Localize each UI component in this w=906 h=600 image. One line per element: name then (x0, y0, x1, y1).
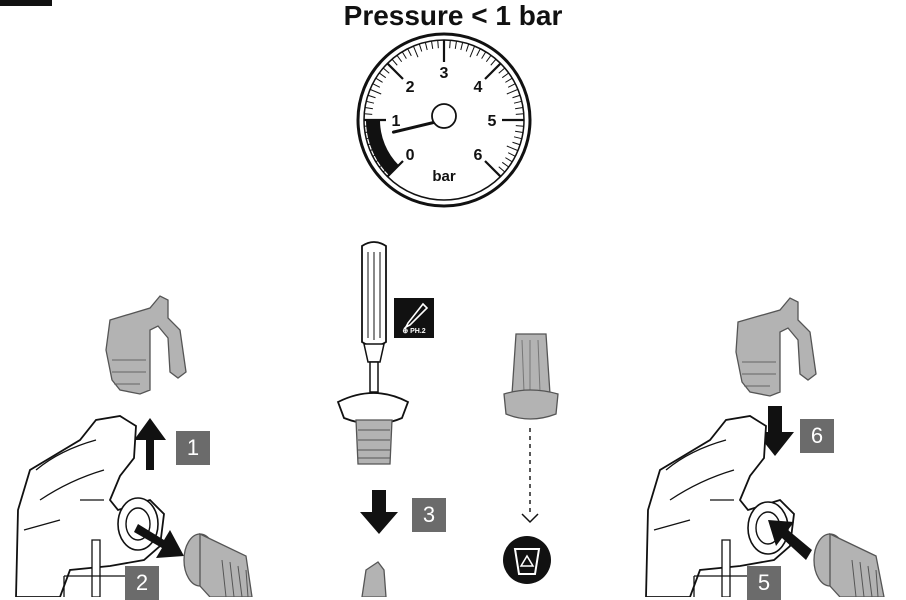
page-title: Pressure < 1 bar (343, 0, 563, 31)
step-badge-5: 5 (747, 566, 781, 600)
gauge-minor-tick (476, 48, 481, 57)
gauge-minor-tick (485, 54, 492, 63)
gauge-minor-tick (507, 83, 516, 88)
gauge-major-tick (386, 62, 404, 80)
arrow-diagonal-icon (134, 524, 184, 558)
right-assembly (645, 297, 885, 597)
gauge-minor-tick (505, 157, 513, 163)
gauge-minor-tick (364, 106, 373, 110)
gauge-minor-tick (515, 106, 524, 110)
gauge-tick-label: 1 (392, 113, 401, 130)
gauge-hub (431, 103, 457, 129)
recycle-bin-icon (503, 536, 551, 584)
gauge-minor-tick (375, 77, 383, 83)
gauge-minor-tick (364, 113, 373, 115)
gauge-minor-tick (367, 94, 376, 99)
gauge-minor-tick (412, 45, 419, 58)
gauge-tick-label: 2 (406, 79, 415, 96)
gauge-minor-tick (369, 88, 382, 95)
gauge-minor-tick (366, 100, 375, 104)
gauge-tick-label: 0 (406, 147, 415, 164)
gauge-minor-tick (437, 40, 439, 49)
gauge-minor-tick (498, 166, 506, 173)
screwdriver-icon (403, 302, 429, 330)
filter-cartridge (503, 333, 559, 524)
gauge-minor-tick (506, 88, 519, 95)
gauge-minor-tick (506, 145, 519, 152)
gauge-minor-tick (424, 42, 428, 51)
gauge-minor-tick (490, 58, 497, 66)
gauge-major-tick (484, 62, 502, 80)
gauge-low-zone (366, 120, 399, 176)
gauge-minor-tick (481, 51, 487, 59)
step-badge-1: 1 (176, 431, 210, 465)
gauge-minor-tick (515, 130, 524, 134)
gauge-minor-tick (505, 77, 513, 83)
gauge-tick-label: 4 (473, 79, 482, 96)
gauge-minor-tick (515, 113, 524, 115)
gauge-unit-label: bar (432, 168, 456, 185)
gauge-labels: 012 3 456 (392, 65, 497, 164)
pipe-fitting-right (813, 532, 885, 597)
pump-body-right (645, 415, 795, 597)
step-badge-3: 3 (412, 498, 446, 532)
valve-thread (355, 419, 393, 465)
left-assembly (15, 295, 253, 597)
corner-tab (0, 0, 52, 6)
gauge-minor-tick (513, 136, 522, 140)
step-badge-6: 6 (800, 419, 834, 453)
gauge-minor-tick (372, 83, 381, 88)
gauge-tick-label: 5 (488, 113, 497, 130)
pressure-gauge: 012 3 456 bar (356, 32, 532, 208)
step-badge-2: 2 (125, 566, 159, 600)
gauge-minor-tick (512, 94, 521, 99)
gauge-minor-tick (460, 42, 464, 51)
retaining-clip-left (105, 295, 187, 395)
gauge-minor-tick (512, 141, 521, 146)
gauge-minor-tick (454, 40, 458, 49)
gauge-minor-tick (501, 72, 510, 79)
gauge-minor-tick (515, 125, 524, 127)
retaining-clip-right (735, 297, 817, 397)
gauge-minor-tick (407, 48, 412, 57)
screwdriver-assembly (336, 241, 410, 597)
gauge-minor-tick (430, 40, 434, 49)
gauge-major-tick (484, 160, 502, 178)
gauge-minor-tick (378, 72, 387, 79)
gauge-minor-tick (498, 67, 506, 74)
gauge-minor-tick (501, 161, 510, 168)
gauge-minor-tick (465, 43, 470, 52)
pipe-fitting-left (183, 532, 253, 597)
screwdriver-tool-badge: ⊕ PH.2 (394, 298, 434, 338)
gauge-minor-tick (449, 40, 451, 49)
arrow-up-icon (134, 418, 166, 470)
tool-tag-label: ⊕ PH.2 (402, 328, 426, 335)
gauge-minor-tick (396, 54, 403, 63)
gauge-minor-tick (507, 152, 516, 157)
arrow-down-icon (360, 490, 398, 534)
gauge-minor-tick (382, 67, 390, 74)
gauge-minor-tick (469, 45, 476, 58)
gauge-minor-tick (513, 100, 522, 104)
gauge-minor-tick (418, 43, 423, 52)
gauge-tick-label: 3 (440, 65, 449, 82)
gauge-minor-tick (391, 58, 398, 66)
gauge-minor-tick (401, 51, 407, 59)
arrow-diagonal-icon (768, 520, 812, 560)
pump-body-left (15, 415, 165, 597)
gauge-tick-label: 6 (473, 147, 482, 164)
